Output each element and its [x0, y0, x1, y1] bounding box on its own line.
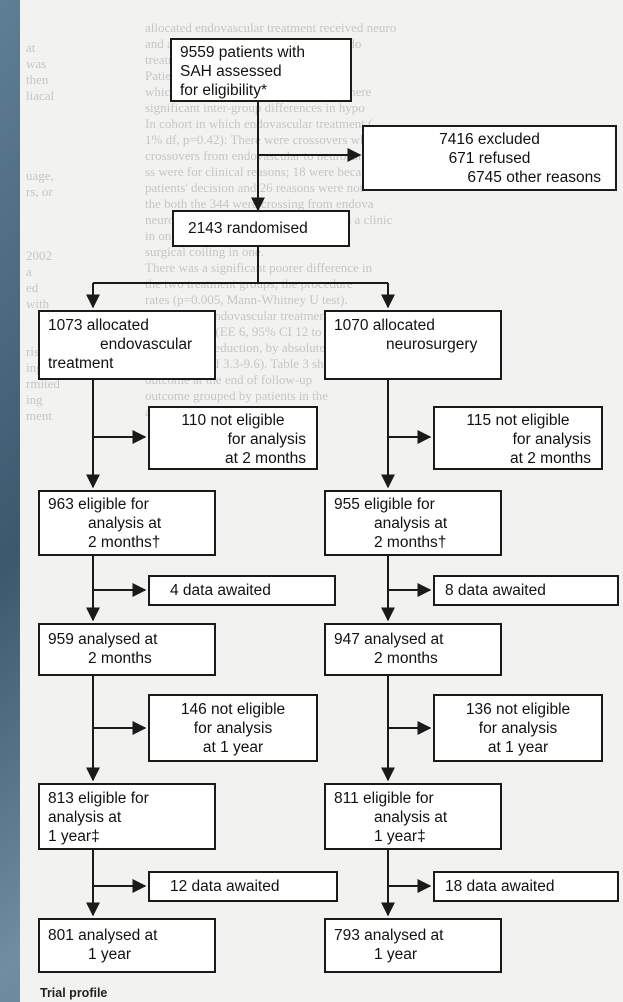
- endo-analysed-2m-box: 959 analysed at 2 months: [38, 623, 216, 676]
- endo-ne1y-line-2: for analysis: [193, 720, 273, 737]
- endo-awaited-1y-box: 12 data awaited: [148, 871, 338, 902]
- neurosurgery-allocated-box: 1070 allocated neurosurgery: [324, 310, 502, 380]
- neuro-ne1y-line-2: for analysis: [478, 720, 558, 737]
- endo-el2m-line-2: analysis at: [88, 515, 162, 532]
- neuro-ne2m-line-3: at 2 months: [510, 450, 591, 467]
- assessed-line-2: SAH assessed: [180, 63, 282, 80]
- neuro-aw1y-line-1: 18 data awaited: [445, 878, 555, 895]
- neuro-allocated-line-1: 1070 allocated: [334, 317, 435, 334]
- excluded-line-2: 671 refused: [448, 150, 531, 167]
- neuro-el1y-line-1: 811 eligible for: [334, 790, 434, 807]
- neuro-awaited-1y-box: 18 data awaited: [433, 871, 619, 902]
- endo-not-eligible-2m-box: 110 not eligible for analysis at 2 month…: [148, 406, 318, 470]
- neuro-allocated-line-2: neurosurgery: [386, 336, 478, 353]
- endo-el2m-line-3: 2 months†: [88, 534, 161, 551]
- neuro-analysed-2m-box: 947 analysed at 2 months: [324, 623, 502, 676]
- neuro-an1y-line-1: 793 analysed at: [334, 927, 444, 944]
- assessed-line-1: 9559 patients with: [180, 44, 305, 61]
- neuro-not-eligible-2m-box: 115 not eligible for analysis at 2 month…: [433, 406, 603, 470]
- excluded-box: 7416 excluded 671 refused 6745 other rea…: [362, 125, 617, 191]
- neuro-an1y-line-2: 1 year: [374, 946, 418, 963]
- endo-an1y-line-1: 801 analysed at: [48, 927, 158, 944]
- endo-el1y-line-2: analysis at: [48, 809, 122, 826]
- endo-an2m-line-2: 2 months: [88, 650, 152, 667]
- neuro-eligible-1y-box: 811 eligible for analysis at 1 year‡: [324, 783, 502, 850]
- endo-analysed-1y-box: 801 analysed at 1 year: [38, 918, 216, 973]
- neuro-el2m-line-2: analysis at: [374, 515, 448, 532]
- endo-ne2m-line-3: at 2 months: [225, 450, 306, 467]
- endo-ne1y-line-1: 146 not eligible: [180, 701, 286, 718]
- endo-allocated-line-3: treatment: [48, 355, 114, 372]
- neuro-el1y-line-2: analysis at: [374, 809, 448, 826]
- neuro-el2m-line-1: 955 eligible for: [334, 496, 435, 513]
- endo-allocated-line-2: endovascular: [100, 336, 193, 353]
- assessed-line-3: for eligibility*: [180, 82, 268, 99]
- neuro-ne2m-line-2: for analysis: [512, 431, 591, 448]
- endo-el1y-line-1: 813 eligible for: [48, 790, 149, 807]
- neuro-ne1y-line-3: at 1 year: [487, 739, 549, 756]
- neuro-an2m-line-2: 2 months: [374, 650, 438, 667]
- neuro-ne2m-line-1: 115 not eligible: [466, 412, 570, 429]
- excluded-line-3: 6745 other reasons: [467, 169, 601, 186]
- endo-aw1y-line-1: 12 data awaited: [170, 878, 280, 895]
- endo-ne1y-line-3: at 1 year: [202, 739, 264, 756]
- neuro-eligible-2m-box: 955 eligible for analysis at 2 months†: [324, 490, 502, 556]
- endo-an1y-line-2: 1 year: [88, 946, 132, 963]
- neuro-an2m-line-1: 947 analysed at: [334, 631, 444, 648]
- endo-awaited-2m-box: 4 data awaited: [148, 575, 336, 606]
- endo-ne2m-line-1: 110 not eligible: [181, 412, 285, 429]
- endo-el1y-line-3: 1 year‡: [48, 828, 100, 845]
- endo-allocated-line-1: 1073 allocated: [48, 317, 149, 334]
- endo-ne2m-line-2: for analysis: [227, 431, 306, 448]
- neuro-awaited-2m-box: 8 data awaited: [433, 575, 619, 606]
- neuro-aw2m-line-1: 8 data awaited: [445, 582, 546, 599]
- endo-el2m-line-1: 963 eligible for: [48, 496, 149, 513]
- randomised-box: 2143 randomised: [172, 210, 350, 247]
- neuro-el1y-line-3: 1 year‡: [374, 828, 426, 845]
- neuro-el2m-line-3: 2 months†: [374, 534, 447, 551]
- figure-caption: Trial profile: [40, 986, 108, 1000]
- endo-aw2m-line-1: 4 data awaited: [170, 582, 271, 599]
- endo-not-eligible-1y-box: 146 not eligible for analysis at 1 year: [148, 694, 318, 762]
- endo-eligible-2m-box: 963 eligible for analysis at 2 months†: [38, 490, 216, 556]
- neuro-analysed-1y-box: 793 analysed at 1 year: [324, 918, 502, 973]
- neuro-ne1y-line-1: 136 not eligible: [465, 701, 571, 718]
- randomised-line-1: 2143 randomised: [188, 220, 308, 237]
- assessed-box: 9559 patients with SAH assessed for elig…: [170, 38, 352, 102]
- endovascular-allocated-box: 1073 allocated endovascular treatment: [38, 310, 216, 380]
- endo-eligible-1y-box: 813 eligible for analysis at 1 year‡: [38, 783, 216, 850]
- endo-an2m-line-1: 959 analysed at: [48, 631, 158, 648]
- excluded-line-1: 7416 excluded: [439, 131, 540, 148]
- neuro-not-eligible-1y-box: 136 not eligible for analysis at 1 year: [433, 694, 603, 762]
